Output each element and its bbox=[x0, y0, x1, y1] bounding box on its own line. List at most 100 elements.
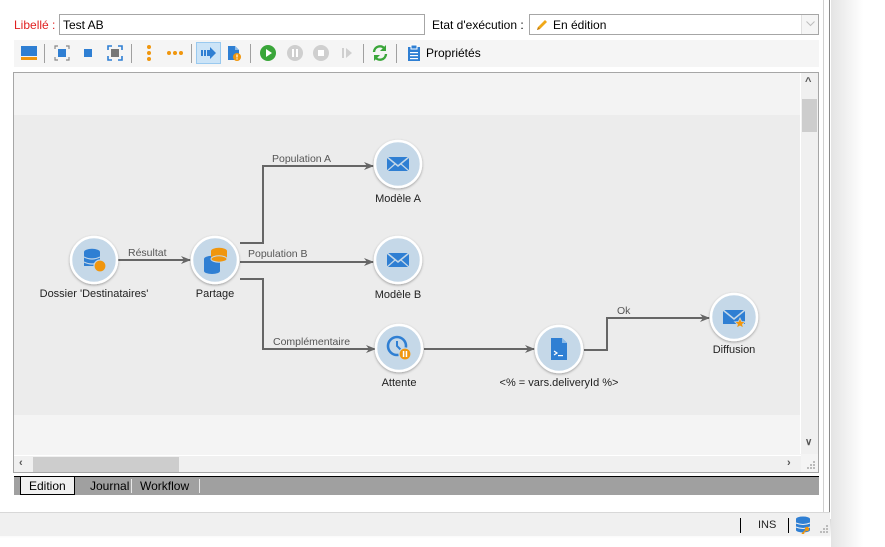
node-label: Modèle B bbox=[375, 289, 421, 301]
transition-population-a[interactable]: Population A bbox=[240, 153, 374, 244]
script-icon bbox=[551, 338, 567, 360]
node-label: Diffusion bbox=[713, 344, 756, 356]
tab-separator bbox=[131, 479, 132, 493]
toolbar-separator bbox=[44, 44, 45, 63]
workflow-editor-window: Libellé : Etat d'exécution : En édition bbox=[0, 0, 830, 536]
pencil-icon bbox=[537, 20, 547, 30]
status-separator bbox=[788, 518, 789, 533]
node-modele-a[interactable]: Modèle A bbox=[373, 139, 423, 205]
horizontal-layout-button[interactable] bbox=[164, 42, 186, 64]
vertical-scrollbar[interactable]: ^ ∨ bbox=[800, 73, 818, 454]
transition-label: Population A bbox=[272, 153, 331, 165]
horizontal-scroll-thumb[interactable] bbox=[33, 457, 179, 472]
layout-button[interactable] bbox=[18, 42, 40, 64]
zoom-selection-icon bbox=[107, 45, 123, 61]
zoom-selection-button[interactable] bbox=[104, 42, 126, 64]
node-label: Attente bbox=[382, 377, 417, 389]
pause-button[interactable] bbox=[284, 42, 306, 64]
libelle-label: Libellé : bbox=[14, 18, 56, 32]
database-key-icon bbox=[795, 516, 811, 534]
status-separator bbox=[740, 518, 741, 533]
node-attente[interactable]: Attente bbox=[374, 323, 424, 389]
node-partage[interactable]: Partage bbox=[190, 235, 240, 300]
transition-label: Ok bbox=[617, 305, 631, 317]
auto-link-button[interactable] bbox=[196, 42, 221, 64]
play-icon bbox=[260, 45, 276, 61]
transition-complementaire[interactable]: Complémentaire bbox=[240, 278, 376, 353]
window-edge bbox=[823, 0, 824, 512]
stop-button[interactable] bbox=[310, 42, 332, 64]
toolbar-separator bbox=[363, 44, 364, 63]
fit-all-icon bbox=[54, 45, 70, 61]
workflow-canvas[interactable]: Résultat Population A Population B Compl… bbox=[13, 72, 819, 473]
node-dossier-destinataires[interactable]: Dossier 'Destinataires' bbox=[40, 235, 149, 300]
transition-label: Résultat bbox=[128, 247, 167, 259]
transition-label: Population B bbox=[248, 248, 308, 260]
scroll-right-arrow[interactable]: › bbox=[787, 457, 791, 469]
start-button[interactable] bbox=[257, 42, 279, 64]
transition-ok[interactable]: Ok bbox=[584, 305, 710, 351]
toolbar-separator bbox=[191, 44, 192, 63]
document-warning-icon bbox=[228, 46, 241, 61]
window-shadow-right bbox=[831, 0, 885, 547]
etat-select[interactable]: En édition bbox=[529, 14, 819, 35]
workflow-diagram: Résultat Population A Population B Compl… bbox=[40, 139, 759, 389]
status-bar: INS bbox=[0, 512, 830, 536]
refresh-button[interactable] bbox=[369, 42, 391, 64]
chevron-down-icon bbox=[806, 21, 815, 27]
node-diffusion[interactable]: Diffusion bbox=[709, 292, 759, 356]
scroll-left-arrow[interactable]: ‹ bbox=[19, 457, 23, 469]
etat-dropdown-button[interactable] bbox=[801, 15, 818, 34]
stop-icon bbox=[313, 45, 329, 61]
toolbar: Propriétés bbox=[14, 40, 819, 67]
email-icon bbox=[386, 252, 410, 268]
wait-clock-icon bbox=[386, 335, 412, 361]
node-label: Partage bbox=[196, 288, 235, 300]
email-icon bbox=[386, 156, 410, 172]
canvas-top-area bbox=[14, 73, 801, 115]
tab-workflow[interactable]: Workflow bbox=[140, 479, 190, 493]
header-fields: Libellé : Etat d'exécution : En édition bbox=[0, 14, 830, 36]
horizontal-scrollbar[interactable]: ‹ › bbox=[14, 455, 801, 472]
insert-mode-indicator: INS bbox=[758, 519, 777, 531]
fit-all-button[interactable] bbox=[51, 42, 73, 64]
normal-size-icon bbox=[84, 49, 92, 57]
step-forward-icon bbox=[342, 48, 352, 58]
etat-label: Etat d'exécution : bbox=[432, 18, 524, 32]
tab-edition[interactable]: Edition bbox=[20, 477, 75, 495]
refresh-icon bbox=[372, 45, 388, 61]
step-button[interactable] bbox=[336, 42, 358, 64]
libelle-input[interactable] bbox=[59, 14, 425, 35]
pause-icon bbox=[287, 45, 303, 61]
arrow-right-icon bbox=[200, 47, 216, 59]
node-label: <% = vars.deliveryId %> bbox=[500, 377, 619, 389]
node-script[interactable]: <% = vars.deliveryId %> bbox=[500, 324, 619, 389]
vertical-layout-button[interactable] bbox=[138, 42, 160, 64]
scroll-up-arrow[interactable]: ^ bbox=[805, 76, 812, 88]
layout-icon bbox=[21, 46, 37, 60]
etat-value: En édition bbox=[553, 18, 607, 32]
node-label: Dossier 'Destinataires' bbox=[40, 288, 149, 300]
database-query-icon bbox=[83, 248, 107, 273]
delivery-star-icon bbox=[722, 309, 747, 329]
clipboard-icon bbox=[408, 44, 420, 61]
normal-size-button[interactable] bbox=[77, 42, 99, 64]
node-modele-b[interactable]: Modèle B bbox=[373, 235, 423, 301]
toolbar-separator bbox=[396, 44, 397, 63]
scroll-down-arrow[interactable]: ∨ bbox=[805, 437, 813, 448]
horizontal-dots-icon bbox=[167, 51, 183, 55]
tab-journal[interactable]: Journal bbox=[90, 479, 130, 493]
transition-resultat[interactable]: Résultat bbox=[118, 247, 191, 264]
vertical-scroll-thumb[interactable] bbox=[802, 99, 817, 132]
bottom-tabs: Edition Journal Workflow bbox=[14, 476, 819, 495]
properties-button[interactable] bbox=[403, 42, 425, 64]
window-resize-grip-icon[interactable] bbox=[818, 523, 828, 533]
toolbar-separator bbox=[131, 44, 132, 63]
tab-separator bbox=[199, 479, 200, 493]
properties-lock-button[interactable] bbox=[223, 42, 245, 64]
resize-grip-icon[interactable] bbox=[804, 458, 816, 470]
node-label: Modèle A bbox=[375, 193, 422, 205]
toolbar-separator bbox=[250, 44, 251, 63]
transition-population-b[interactable]: Population B bbox=[240, 248, 374, 266]
properties-label[interactable]: Propriétés bbox=[426, 46, 481, 60]
